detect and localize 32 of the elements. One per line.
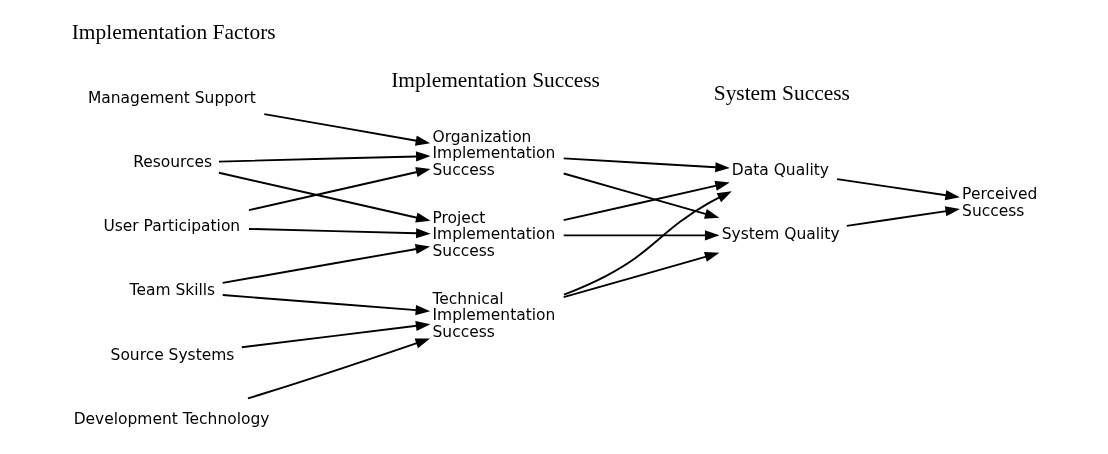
arrow — [217, 171, 430, 223]
arrow — [221, 244, 430, 284]
arrow — [240, 320, 430, 349]
node-text: Resources — [132, 152, 212, 171]
arrow — [562, 157, 730, 173]
arrow — [262, 113, 430, 146]
arrow — [835, 178, 960, 201]
node-text: Organization Implementation Success — [432, 127, 555, 180]
label: Implementation Success — [390, 68, 600, 93]
node-text: Development Technology — [73, 409, 269, 428]
arrow — [562, 191, 732, 296]
arrow — [217, 151, 431, 163]
arrow — [845, 206, 960, 227]
node-text: Data Quality — [731, 161, 829, 180]
arrow — [246, 338, 430, 400]
label: System Success — [713, 81, 850, 106]
arrow — [221, 294, 430, 316]
node-text: Team Skills — [129, 281, 215, 300]
arrow — [562, 251, 719, 299]
node-text: System Quality — [721, 225, 840, 244]
node-text: User Participation — [102, 217, 240, 236]
arrow — [247, 228, 431, 239]
arrow — [247, 167, 431, 212]
node-text: Project Implementation Success — [432, 208, 555, 261]
node-text: Perceived Success — [961, 184, 1037, 220]
node-text: Management Support — [87, 88, 256, 107]
arrow — [562, 172, 719, 219]
label: Implementation Factors — [71, 20, 276, 45]
arrow — [562, 230, 719, 241]
node-text: Source Systems — [110, 345, 234, 364]
arrow — [562, 180, 730, 222]
node-text: Technical Implementation Success — [432, 289, 555, 341]
